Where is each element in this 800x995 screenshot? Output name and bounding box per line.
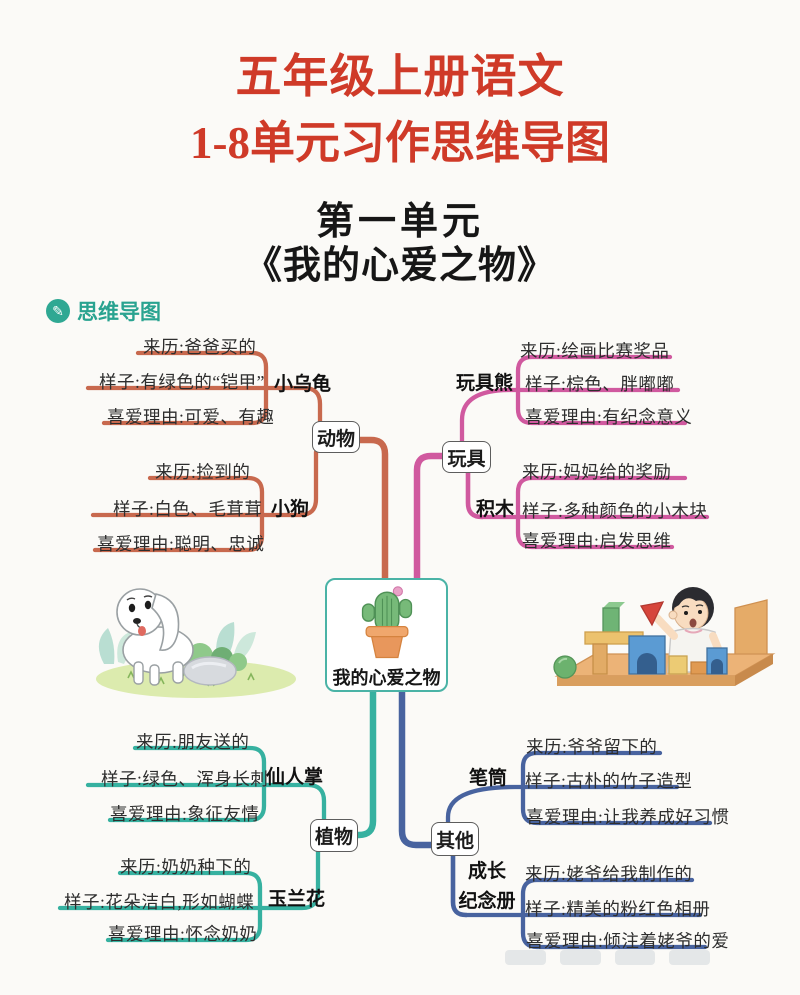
- detail-text: 喜爱理由:倾注着姥爷的爱: [526, 931, 730, 951]
- detail-text: 样子:古朴的竹子造型: [525, 771, 693, 791]
- growth-album-line1: 成长: [467, 861, 506, 882]
- detail-text: 来历:捡到的: [155, 462, 251, 482]
- cactus-in-pot-icon: [361, 586, 412, 659]
- puppy-on-grass-illustration: [96, 588, 296, 698]
- svg-text:✎: ✎: [52, 304, 64, 320]
- mindmap-badge-label: 思维导图: [77, 301, 161, 324]
- detail-text: 喜爱理由:启发思维: [522, 531, 672, 551]
- detail-text: 来历:姥爷给我制作的: [525, 864, 693, 884]
- poster-title-line1: 五年级上册语文: [235, 51, 565, 102]
- watermark-smudge: [505, 950, 710, 965]
- item-label-teddy-bear: 玩具熊: [456, 373, 514, 394]
- branch-node-toys: 玩具: [442, 441, 491, 473]
- branch-node-plants: 植物: [310, 819, 358, 852]
- branch-lines-animals: [85, 350, 389, 582]
- detail-text: 喜爱理由:让我养成好习惯: [526, 807, 730, 827]
- pencil-note-icon: ✎: [46, 299, 70, 323]
- item-label-growth-album: 成长 纪念册: [454, 857, 520, 917]
- branch-lines-toys: [413, 354, 710, 582]
- detail-text: 样子:棕色、胖嘟嘟: [525, 374, 675, 394]
- item-label-puppy: 小狗: [271, 499, 310, 520]
- detail-text: 样子:白色、毛茸茸: [113, 499, 263, 519]
- detail-text: 样子:有绿色的“铠甲”: [99, 372, 265, 392]
- detail-text: 喜爱理由:有纪念意义: [525, 407, 693, 427]
- detail-text: 来历:爸爸买的: [143, 337, 257, 357]
- detail-text: 喜爱理由:怀念奶奶: [108, 924, 258, 944]
- detail-text: 来历:绘画比赛奖品: [520, 341, 670, 361]
- detail-text: 喜爱理由:聪明、忠诚: [97, 534, 265, 554]
- detail-text: 喜爱理由:象征友情: [110, 804, 260, 824]
- boy-with-building-blocks-illustration: [553, 587, 776, 686]
- center-node: 我的心爱之物: [325, 578, 448, 692]
- poster-title-line2: 1-8单元习作思维导图: [190, 118, 610, 168]
- detail-text: 来历:奶奶种下的: [120, 857, 252, 877]
- item-label-turtle: 小乌龟: [274, 374, 332, 395]
- branch-lines-others: [398, 688, 713, 950]
- growth-album-line2: 纪念册: [458, 891, 516, 912]
- branch-lines-plants: [57, 688, 377, 943]
- item-label-pen-holder: 笔筒: [469, 768, 508, 789]
- branch-node-animals: 动物: [312, 421, 360, 453]
- detail-text: 来历:妈妈给的奖励: [522, 462, 672, 482]
- detail-text: 样子:多种颜色的小木块: [522, 501, 708, 521]
- item-label-magnolia: 玉兰花: [268, 889, 326, 910]
- detail-text: 喜爱理由:可爱、有趣: [107, 407, 275, 427]
- detail-text: 来历:朋友送的: [136, 732, 250, 752]
- center-node-label: 我的心爱之物: [332, 668, 441, 688]
- mindmap-badge: ✎ 思维导图: [45, 296, 161, 326]
- detail-text: 样子:精美的粉红色相册: [525, 899, 711, 919]
- branch-node-others: 其他: [431, 822, 479, 856]
- detail-text: 来历:爷爷留下的: [526, 737, 658, 757]
- item-label-building-blocks: 积木: [476, 499, 515, 520]
- item-label-cactus: 仙人掌: [266, 767, 324, 788]
- detail-text: 样子:绿色、浑身长刺: [101, 769, 269, 789]
- detail-text: 样子:花朵洁白,形如蝴蝶: [64, 892, 255, 912]
- unit-topic-subtitle: 《我的心爱之物》: [243, 245, 556, 287]
- unit-subtitle: 第一单元: [315, 201, 484, 243]
